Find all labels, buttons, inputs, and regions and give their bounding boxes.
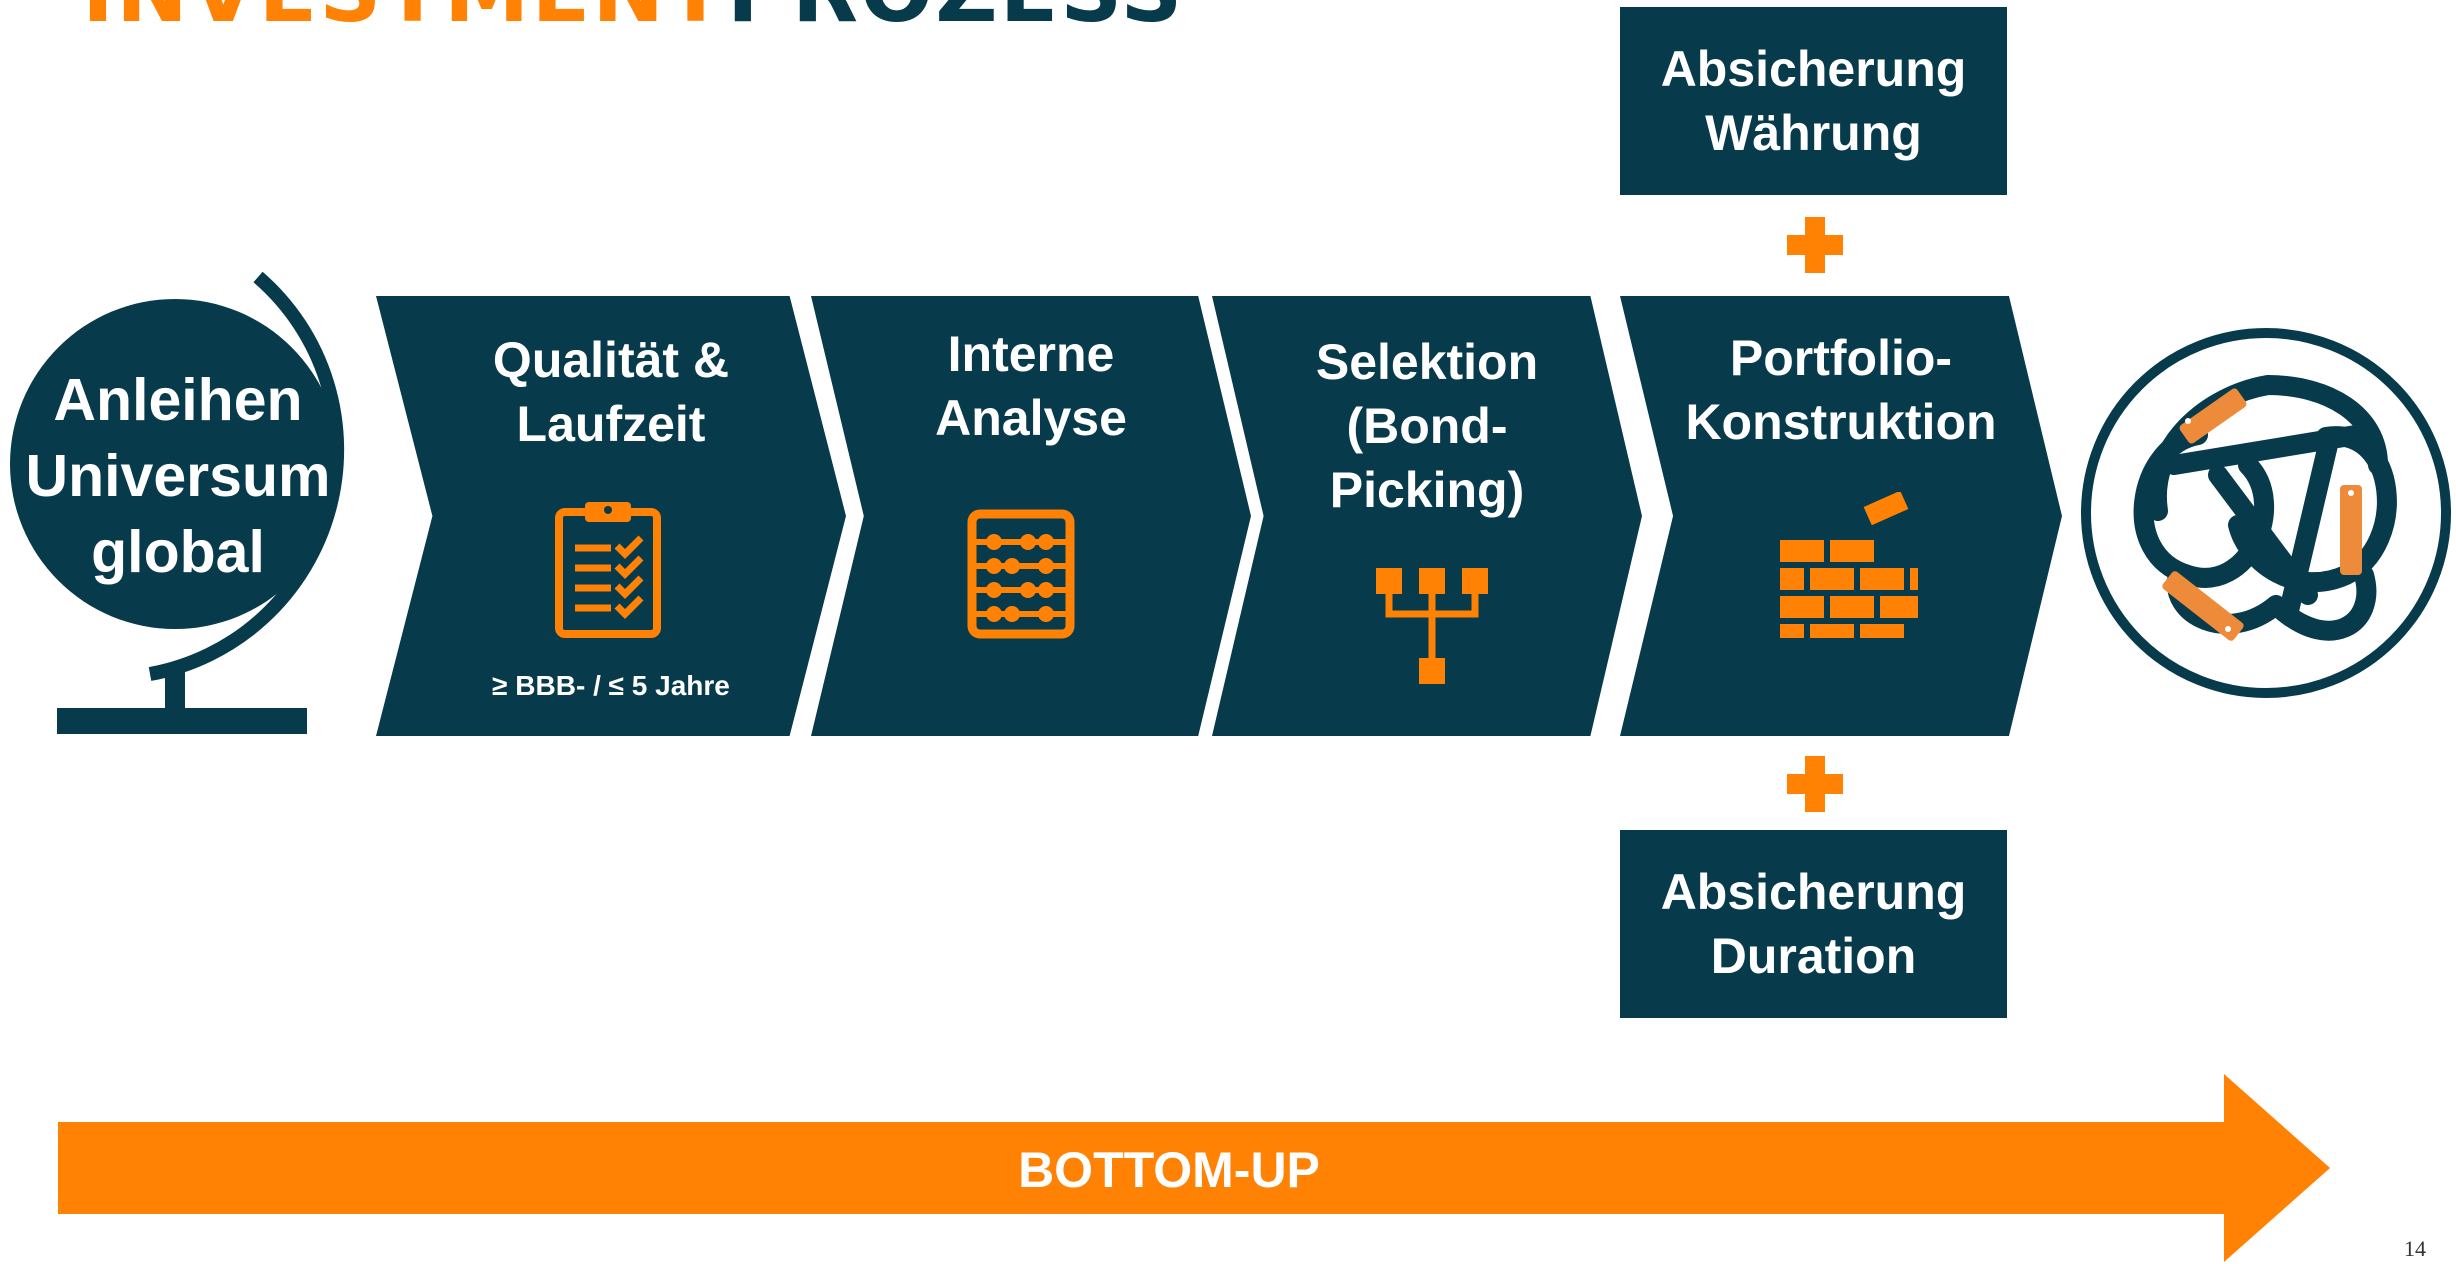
hedge-currency-box: Absicherung Währung: [1620, 7, 2007, 195]
step-3-line-3: Picking): [1329, 462, 1525, 518]
universe-line-1: Anleihen: [53, 367, 303, 433]
brick-wall-icon: [1780, 492, 1918, 638]
step-1-line-2: Laufzeit: [516, 396, 706, 452]
step-internal-analysis-title: Interne Analyse: [811, 322, 1251, 450]
bottom-up-label: BOTTOM-UP: [1018, 1142, 1320, 1198]
step-quality-maturity-title: Qualität & Laufzeit: [376, 328, 846, 456]
bottom-up-arrow: [58, 1074, 2330, 1262]
step-3-line-2: (Bond-: [1346, 398, 1508, 454]
universe-line-2: Universum: [25, 443, 331, 509]
hedge-duration-line-2: Duration: [1710, 928, 1917, 984]
step-1-line-1: Qualität &: [492, 332, 730, 388]
universe-line-3: global: [91, 519, 265, 585]
step-internal-analysis: Interne Analyse: [811, 296, 1251, 736]
step-2-line-1: Interne: [947, 326, 1115, 382]
step-4-line-2: Konstruktion: [1685, 394, 1997, 450]
hedge-duration-box: Absicherung Duration: [1620, 830, 2007, 1018]
step-portfolio-construction-title: Portfolio- Konstruktion: [1620, 326, 2062, 454]
page-title: INVESTMENTPROZESS: [82, 0, 1184, 42]
step-selection: Selektion (Bond- Picking): [1212, 296, 1642, 736]
step-selection-title: Selektion (Bond- Picking): [1212, 330, 1642, 522]
universe-label: Anleihen Universum global: [8, 362, 348, 590]
page-number: 14: [2404, 1236, 2426, 1261]
plus-icon-top: [1787, 217, 1843, 273]
hedge-currency-line-1: Absicherung: [1660, 41, 1967, 97]
step-2-line-2: Analyse: [935, 390, 1127, 446]
step-portfolio-construction: Portfolio- Konstruktion: [1620, 296, 2062, 736]
knot-icon: [2081, 328, 2451, 698]
title-part-prozess: PROZESS: [727, 0, 1184, 42]
filter-tree-icon: [1376, 568, 1488, 684]
hedge-duration-line-1: Absicherung: [1660, 864, 1967, 920]
clipboard-checklist-icon: [555, 502, 661, 638]
abacus-icon: [967, 509, 1075, 639]
plus-icon-bottom: [1787, 756, 1843, 812]
title-part-investment: INVESTMENT: [82, 0, 727, 42]
step-quality-maturity: Qualität & Laufzeit ≥ BBB- / ≤ 5 Jahre: [376, 296, 846, 736]
step-3-line-1: Selektion: [1315, 334, 1539, 390]
hedge-currency-line-2: Währung: [1705, 105, 1922, 161]
globe-icon: [10, 271, 345, 734]
step-4-line-1: Portfolio-: [1729, 330, 1953, 386]
step-quality-maturity-subtitle: ≥ BBB- / ≤ 5 Jahre: [492, 670, 730, 701]
